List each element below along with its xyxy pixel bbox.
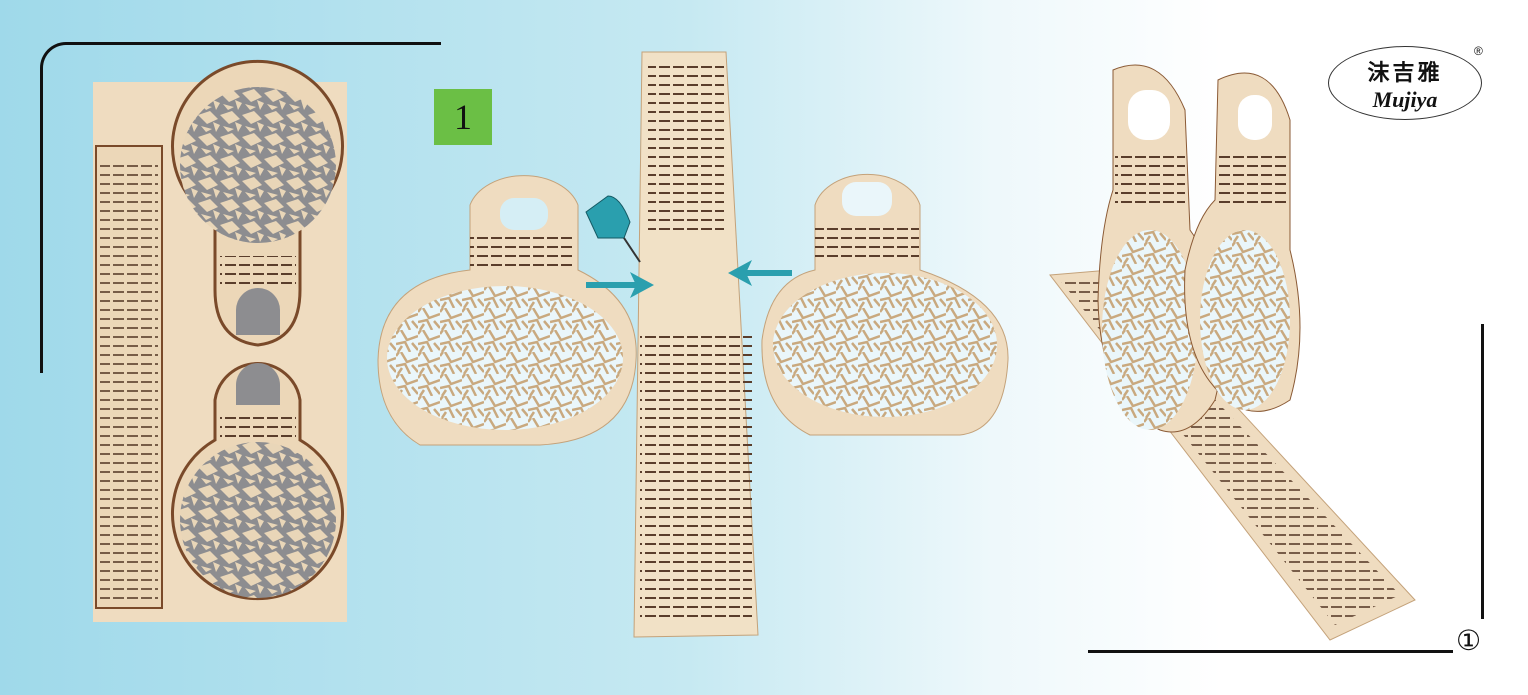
assembled-basket bbox=[1049, 64, 1416, 641]
corner-frame-top-left bbox=[40, 42, 441, 373]
frame-line-horizontal bbox=[1088, 650, 1453, 653]
arrow-left-icon bbox=[728, 260, 792, 286]
arrow-right-icon bbox=[586, 272, 654, 298]
logo-chinese: 沫吉雅 bbox=[1367, 61, 1443, 86]
registered-mark: ® bbox=[1474, 44, 1483, 58]
wood-board-panel bbox=[93, 59, 347, 622]
logo-english: Mujiya bbox=[1372, 87, 1438, 112]
basket-side-panel-right bbox=[761, 173, 1009, 436]
frame-line-vertical bbox=[1481, 324, 1484, 619]
basket-side-panel-left bbox=[377, 175, 637, 446]
figure-marker: ① bbox=[1456, 624, 1482, 657]
step-number-badge: 1 bbox=[434, 89, 492, 145]
wood-strip-part bbox=[633, 51, 759, 638]
glue-bottle-icon bbox=[585, 195, 641, 263]
brand-logo: 沫吉雅 Mujiya bbox=[1328, 46, 1482, 120]
